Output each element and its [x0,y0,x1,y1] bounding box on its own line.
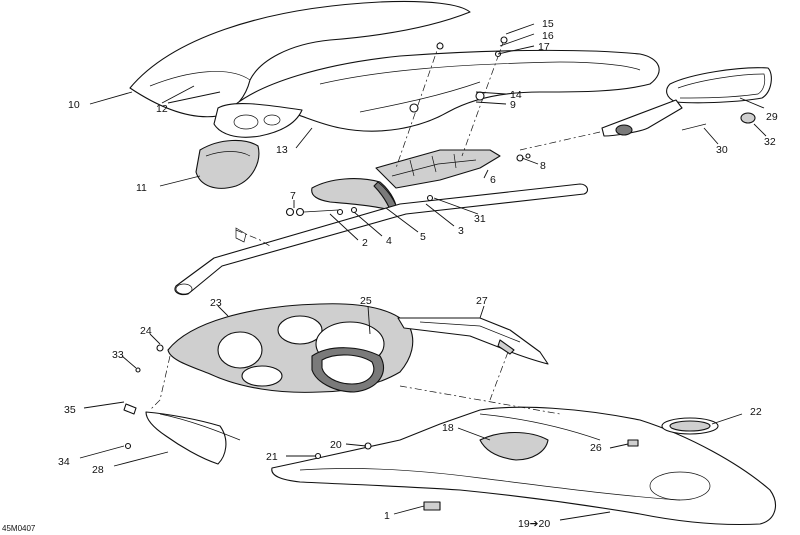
lower-deck-part[interactable] [271,406,776,526]
callout-29: 29 [766,111,778,123]
callout-9: 9 [510,99,516,111]
callout-15: 15 [542,18,554,30]
callout-24: 24 [140,325,152,337]
callout-31: 31 [474,213,486,225]
callout-30: 30 [716,144,728,156]
callout-2: 2 [362,237,368,249]
callout-35: 35 [64,404,76,416]
callout-12: 12 [156,103,168,115]
bracket-part[interactable] [375,149,501,189]
callout-22: 22 [750,406,762,418]
callout-14: 14 [510,89,522,101]
callout-33: 33 [112,349,124,361]
mirror-part[interactable] [666,67,772,104]
callout-27: 27 [476,295,488,307]
callout-19-20: 19➔20 [518,518,550,530]
callout-28: 28 [92,464,104,476]
callout-6: 6 [490,174,496,186]
upper-cowl-part[interactable] [235,49,660,132]
callout-20: 20 [330,439,342,451]
callout-21: 21 [266,451,278,463]
callout-8: 8 [540,160,546,172]
callout-7: 7 [290,190,296,202]
callout-32: 32 [764,136,776,148]
callout-26: 26 [590,442,602,454]
leader-lines [79,23,767,521]
handlebar-tube-part[interactable] [174,183,589,296]
callout-17: 17 [538,41,550,53]
callout-25: 25 [360,295,372,307]
callout-labels: 10 12 13 11 15 16 17 14 9 6 8 7 2 4 5 3 … [58,18,778,530]
callout-3: 3 [458,225,464,237]
diagram-reference-code: 45M0407 [2,524,36,533]
callout-34: 34 [58,456,70,468]
callout-13: 13 [276,144,288,156]
callout-23: 23 [210,297,222,309]
left-side-panel-part[interactable] [145,411,227,465]
callout-18: 18 [442,422,454,434]
callout-16: 16 [542,30,554,42]
trim-panel-part[interactable] [397,317,549,365]
callout-10: 10 [68,99,80,111]
callout-1: 1 [384,510,390,522]
storage-tray-part[interactable] [195,139,260,189]
callout-4: 4 [386,235,392,247]
callout-5: 5 [420,231,426,243]
callout-11: 11 [136,182,147,194]
mirror-arm-part[interactable] [601,99,683,137]
